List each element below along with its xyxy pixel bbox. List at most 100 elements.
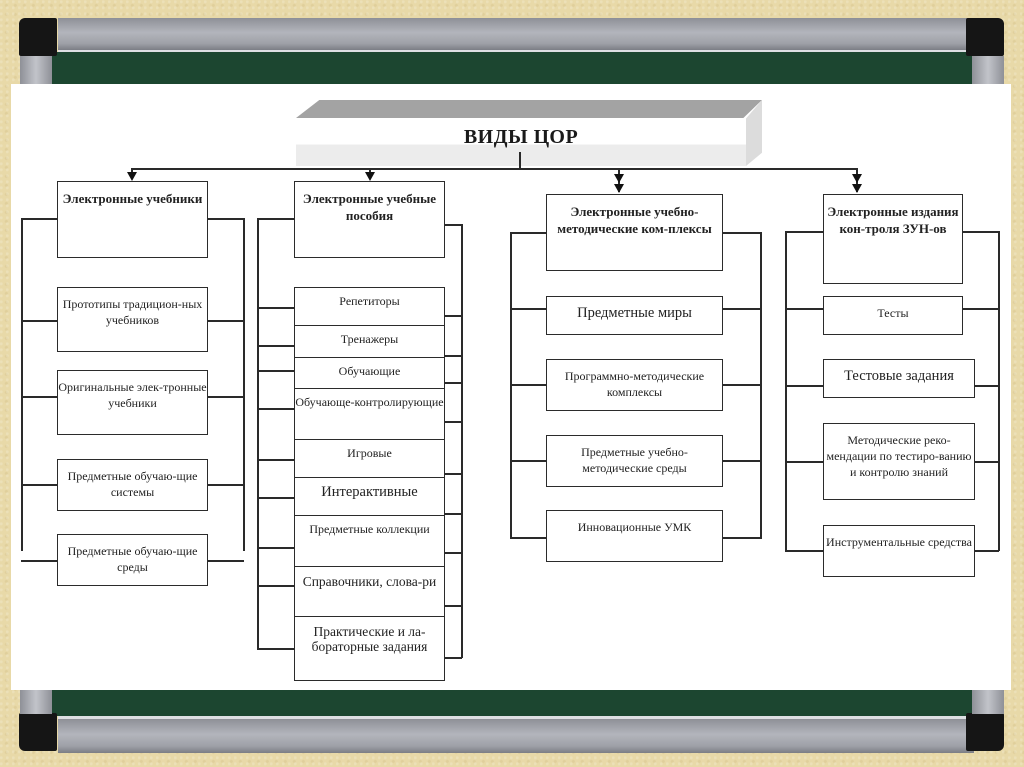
category-item-text: Прототипы традицион-ных учебников bbox=[62, 297, 203, 327]
category-item: Предметные миры bbox=[546, 296, 723, 335]
category-items-stack: Репетиторы Тренажеры Обучающие Обучающе-… bbox=[294, 287, 445, 681]
category-header-text: Электронные учебные пособия bbox=[302, 191, 437, 223]
connector-line bbox=[21, 396, 58, 398]
category-item: Предметные коллекции bbox=[295, 516, 444, 567]
connector-line bbox=[21, 320, 58, 322]
connector-line bbox=[445, 552, 462, 554]
bracket-line-right bbox=[243, 218, 245, 551]
connector-line bbox=[257, 648, 294, 650]
title-block-top-face bbox=[296, 100, 762, 118]
connector-line bbox=[974, 385, 999, 387]
connector-line bbox=[785, 308, 824, 310]
connector-line bbox=[722, 537, 761, 539]
board-corner bbox=[19, 18, 57, 56]
bracket-line-right bbox=[461, 224, 463, 658]
bracket-line-left bbox=[21, 218, 23, 551]
connector-line bbox=[21, 484, 58, 486]
connector-line bbox=[207, 560, 244, 562]
board-corner bbox=[966, 713, 1004, 751]
connector-line bbox=[257, 459, 294, 461]
connector-line bbox=[510, 308, 547, 310]
connector-line bbox=[785, 461, 824, 463]
category-item-text: Практические и ла-бораторные задания bbox=[311, 624, 428, 654]
connector-line bbox=[207, 396, 244, 398]
category-item-text: Предметные миры bbox=[577, 305, 692, 321]
category-item-text: Инновационные УМК bbox=[577, 520, 692, 534]
category-item: Предметные учебно-методические среды bbox=[546, 435, 723, 487]
connector-line bbox=[785, 385, 824, 387]
category-item-text: Тренажеры bbox=[340, 332, 399, 346]
category-item: Обучающие bbox=[295, 358, 444, 389]
connector-line bbox=[445, 355, 462, 357]
diagram-title-text: ВИДЫ ЦОР bbox=[463, 125, 579, 148]
bracket-line-right bbox=[998, 231, 1000, 551]
category-item-text: Обучающе-контролирующие bbox=[295, 395, 444, 409]
connector-line bbox=[722, 308, 761, 310]
connector-line bbox=[445, 224, 462, 226]
connector-line bbox=[510, 232, 547, 234]
connector-line bbox=[722, 232, 761, 234]
category-item: Инструментальные средства bbox=[823, 525, 975, 577]
board-corner bbox=[966, 18, 1004, 56]
connector-line bbox=[785, 231, 824, 233]
category-item-text: Предметные обучаю-щие системы bbox=[67, 469, 198, 499]
category-header-electronic-textbooks: Электронные учебники bbox=[57, 181, 208, 258]
category-header-knowledge-control-publications: Электронные издания кон-троля ЗУН-ов bbox=[823, 194, 963, 284]
category-item-text: Предметные коллекции bbox=[309, 522, 430, 536]
connector-line bbox=[962, 308, 999, 310]
connector-line bbox=[722, 460, 761, 462]
category-item-text: Методические реко-мендации по тестиро-ва… bbox=[826, 433, 972, 479]
connector-line bbox=[21, 218, 58, 220]
board-frame-side bbox=[20, 690, 52, 714]
connector-line bbox=[257, 370, 294, 372]
board-green-strip-top bbox=[52, 52, 974, 84]
category-item: Репетиторы bbox=[295, 288, 444, 326]
category-item: Методические реко-мендации по тестиро-ва… bbox=[823, 423, 975, 500]
category-item-text: Предметные учебно-методические среды bbox=[581, 445, 688, 475]
category-item-text: Интерактивные bbox=[321, 484, 418, 500]
category-item: Тесты bbox=[823, 296, 963, 335]
connector-line bbox=[445, 657, 462, 659]
board-frame-side bbox=[972, 690, 1004, 714]
arrow-down-icon bbox=[852, 184, 862, 193]
category-item-text: Инструментальные средства bbox=[826, 535, 972, 549]
category-item-text: Репетиторы bbox=[339, 294, 400, 308]
connector-line bbox=[257, 218, 294, 220]
category-item-text: Игровые bbox=[347, 446, 392, 460]
arrow-down-icon bbox=[614, 174, 624, 183]
arrow-down-icon bbox=[614, 184, 624, 193]
connector-line bbox=[510, 537, 547, 539]
connector-line bbox=[445, 605, 462, 607]
connector-line bbox=[510, 384, 547, 386]
category-header-electronic-methodical-complexes: Электронные учебно-методические ком-плек… bbox=[546, 194, 723, 271]
board-frame-top bbox=[58, 18, 974, 53]
category-item: Тестовые задания bbox=[823, 359, 975, 398]
category-item-text: Тестовые задания bbox=[844, 368, 954, 384]
connector-line bbox=[445, 382, 462, 384]
connector-line bbox=[974, 550, 999, 552]
category-item: Тренажеры bbox=[295, 326, 444, 358]
connector-line bbox=[369, 168, 371, 174]
category-item: Прототипы традицион-ных учебников bbox=[57, 287, 208, 352]
connector-line bbox=[958, 231, 999, 233]
connector-line bbox=[21, 560, 58, 562]
category-item: Практические и ла-бораторные задания bbox=[295, 617, 444, 680]
category-item: Справочники, слова-ри bbox=[295, 567, 444, 617]
connector-line bbox=[257, 585, 294, 587]
connector-line bbox=[257, 408, 294, 410]
category-item-text: Обучающие bbox=[338, 364, 401, 378]
category-item: Инновационные УМК bbox=[546, 510, 723, 562]
category-item-text: Справочники, слова-ри bbox=[302, 574, 437, 589]
connector-line bbox=[207, 320, 244, 322]
connector-line bbox=[510, 460, 547, 462]
connector-line bbox=[445, 473, 462, 475]
diagram-title: ВИДЫ ЦОР bbox=[296, 118, 746, 166]
category-header-text: Электронные учебники bbox=[62, 191, 203, 206]
connector-line bbox=[722, 384, 761, 386]
category-item-text: Программно-методические комплексы bbox=[564, 369, 705, 399]
category-header-electronic-manuals: Электронные учебные пособия bbox=[294, 181, 445, 258]
arrow-down-icon bbox=[365, 172, 375, 181]
connector-line bbox=[445, 513, 462, 515]
bracket-line-left bbox=[785, 231, 787, 551]
bracket-line-left bbox=[257, 218, 259, 649]
